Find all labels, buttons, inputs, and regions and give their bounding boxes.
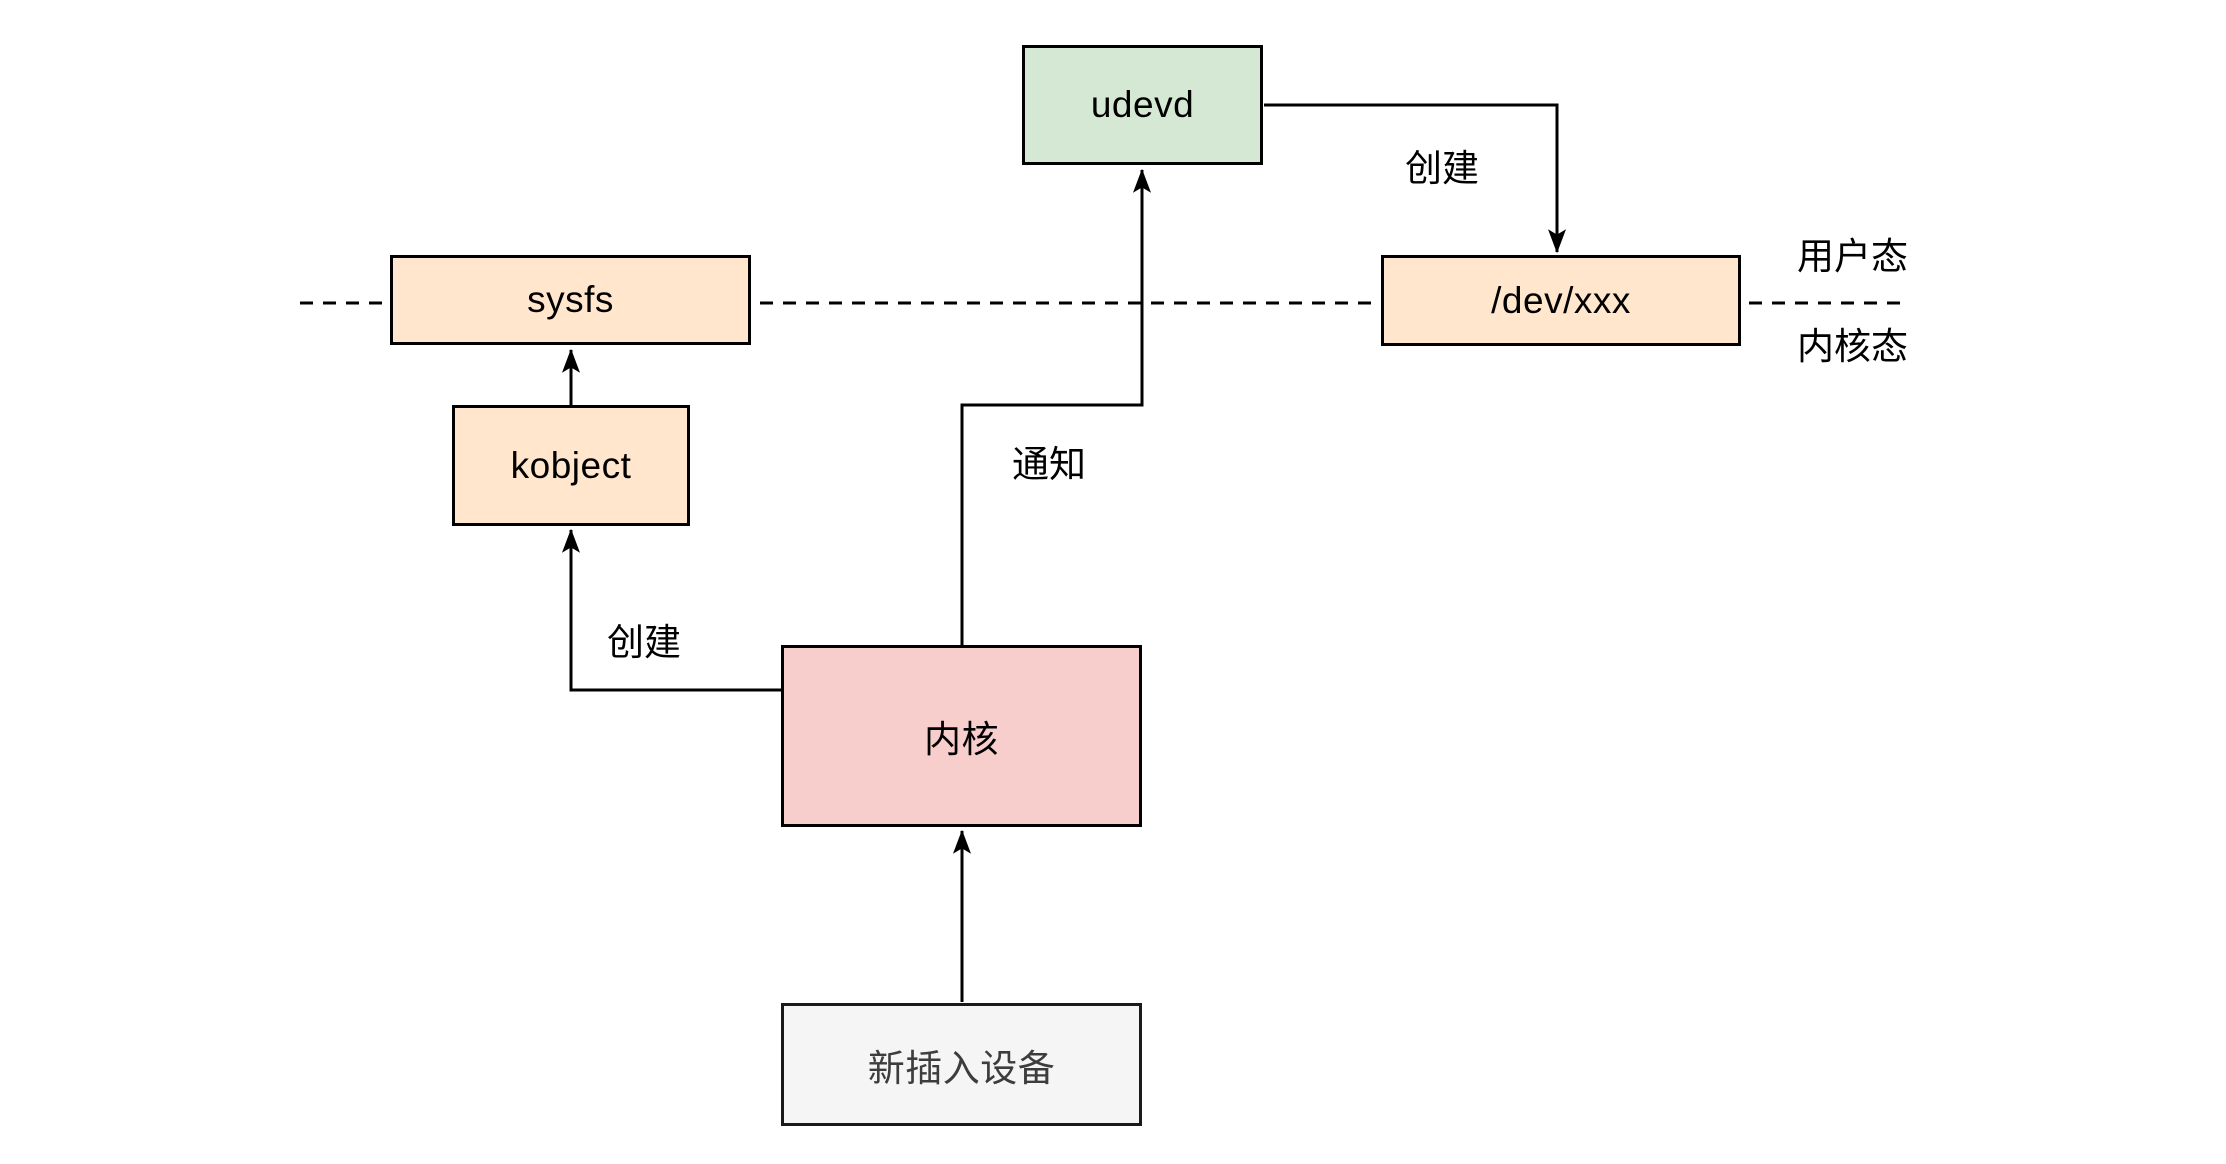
node-kernel: 内核 [781, 645, 1142, 827]
zone-label-kernel-mode: 内核态 [1797, 326, 1908, 367]
node-new-inserted-device: 新插入设备 [781, 1003, 1142, 1126]
node-sysfs-label: sysfs [527, 279, 614, 320]
edge-udevd-creates-devxxx [1264, 103, 1566, 254]
zone-label-user-mode: 用户态 [1797, 236, 1908, 277]
node-dev-xxx-label: /dev/xxx [1491, 279, 1631, 321]
edge-label-create-udevd-devxxx: 创建 [1405, 148, 1479, 189]
node-udevd: udevd [1022, 45, 1263, 165]
node-new-inserted-device-label: 新插入设备 [867, 1047, 1056, 1089]
edge-label-notify: 通知 [1012, 444, 1086, 485]
edge-label-create-kernel-kobject: 创建 [607, 622, 681, 663]
node-udevd-label: udevd [1090, 84, 1195, 125]
edge-kernel-notifies-udevd [960, 168, 1151, 645]
node-sysfs: sysfs [390, 255, 751, 345]
edge-kernel-creates-kobject [562, 528, 781, 692]
node-kobject: kobject [452, 405, 690, 526]
node-dev-xxx: /dev/xxx [1381, 255, 1741, 346]
node-kobject-label: kobject [510, 444, 632, 486]
node-kernel-label: 内核 [924, 719, 999, 760]
